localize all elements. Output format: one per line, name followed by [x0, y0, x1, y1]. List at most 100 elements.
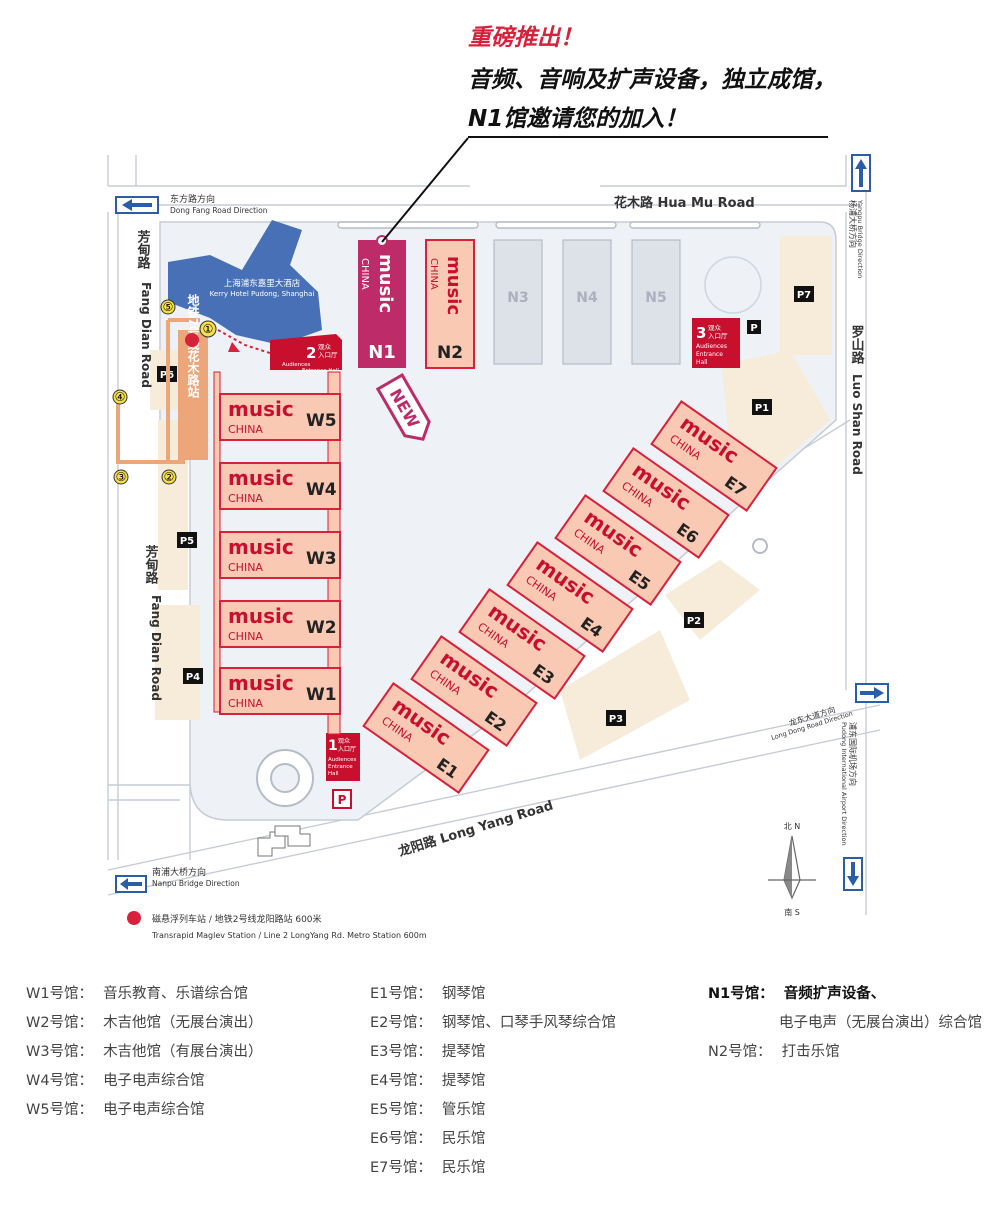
parking-p4: P4 — [186, 672, 200, 683]
new-badge: NEW — [375, 372, 431, 441]
road-nanpu-en: Nanpu Bridge Direction — [152, 879, 240, 888]
headline-line-3: N1馆邀请您的加入！ — [468, 106, 688, 132]
parking-p1: P1 — [755, 403, 769, 414]
compass: 北 N 南 S — [768, 822, 816, 917]
legend-e4: E4号馆：提琴馆 — [370, 1073, 486, 1089]
hall-w2-label: W2 — [306, 618, 337, 638]
road-airport-en: Pudong International Airport Direction — [840, 722, 848, 846]
west-halls: W5 W4 W3 W2 W1 — [219, 393, 341, 715]
hall-w1-label: W1 — [306, 685, 337, 705]
road-yangpu-en: Yangpu Bridge Direction — [856, 199, 864, 278]
headline-title: 重磅推出！ — [468, 25, 583, 51]
hall-n2-brand: music — [443, 256, 464, 315]
hall-n2[interactable] — [425, 239, 475, 369]
exit-2: ② — [164, 470, 175, 484]
hall-n3-label: N3 — [507, 290, 528, 306]
maglev-note-cn: 磁悬浮列车站 / 地铁2号线龙阳路站 600米 — [152, 913, 322, 925]
entrance-2-en2: Entrance Hall — [302, 368, 339, 374]
road-dongfang-en: Dong Fang Road Direction — [170, 206, 268, 215]
hotel-label-cn: 上海浦东嘉里大酒店 — [224, 278, 301, 289]
road-luoshan-en: Luo Shan Road — [850, 374, 864, 475]
hall-n4-label: N4 — [576, 290, 598, 306]
east-halls: E1 E2 E3 E4 E5 E6 E7 — [362, 400, 778, 794]
hall-w3-label: W3 — [306, 549, 337, 569]
hall-n3[interactable] — [493, 239, 543, 365]
entrance-2-num: 2 — [306, 344, 316, 362]
road-luoshan-cn: 罗山路 — [849, 325, 865, 364]
hall-n1-brand-sub: CHINA — [359, 258, 370, 290]
road-fangdian-en-bottom: Fang Dian Road — [149, 595, 163, 701]
entrance-2-cn1: 观众 — [318, 343, 332, 351]
legend-n2: N2号馆：打击乐馆 — [708, 1044, 840, 1060]
road-fangdian-en-top: Fang Dian Road — [139, 282, 153, 388]
exit-5: ⑤ — [163, 300, 174, 314]
entrance-3-num: 3 — [696, 324, 706, 342]
legend-e3: E3号馆：提琴馆 — [370, 1044, 486, 1060]
hall-n2-label: N2 — [437, 343, 463, 363]
legend-n1-cont: 电子电声（无展台演出）综合馆 — [779, 1015, 982, 1031]
parking-p-e1: P — [338, 793, 347, 807]
legend-e6: E6号馆：民乐馆 — [370, 1131, 486, 1147]
road-yangpu-cn: 杨浦大桥方向 — [848, 200, 858, 248]
entrance-1-en3: Hall — [328, 771, 339, 777]
entrance-2-cn2: 入口厅 — [318, 351, 338, 359]
legend-e7: E7号馆：民乐馆 — [370, 1160, 486, 1176]
legend-e5: E5号馆：管乐馆 — [370, 1102, 486, 1118]
entrance-3-cn2: 入口厅 — [708, 332, 728, 340]
legend-e2: E2号馆：钢琴馆、口琴手风琴综合馆 — [370, 1015, 616, 1031]
compass-north: 北 N — [784, 822, 801, 831]
exit-3: ③ — [116, 470, 127, 484]
hall-n1-brand: music — [375, 254, 396, 313]
maglev-note-en: Transrapid Maglev Station / Line 2 LongY… — [151, 931, 427, 940]
entrance-hall-2 — [270, 334, 342, 370]
road-fangdian-cn-top: 芳甸路 — [135, 229, 152, 269]
entrance-hall-3 — [692, 318, 740, 368]
entrance-1-en2: Entrance — [328, 764, 353, 770]
entrance-3-cn1: 观众 — [708, 324, 722, 332]
parking-p2: P2 — [687, 616, 701, 627]
parking-p-e3: P — [750, 323, 757, 334]
exit-4: ④ — [115, 390, 126, 404]
entrance-3-en2: Entrance — [696, 351, 723, 358]
entrance-1-cn1: 观众 — [338, 738, 350, 745]
entrance-3-en1: Audiences — [696, 343, 727, 350]
entrance-hall-1 — [326, 733, 360, 781]
exit-1: ① — [203, 322, 214, 336]
north-halls: music CHINA N1 music CHINA N2 N3 N4 N5 — [358, 235, 762, 369]
metro-icon — [185, 333, 199, 347]
hall-n1[interactable] — [358, 240, 406, 368]
hotel-label-en: Kerry Hotel Pudong, Shanghai — [210, 290, 315, 298]
metro-line7-station — [178, 330, 208, 460]
hall-n5[interactable] — [631, 239, 681, 365]
hall-n5-label: N5 — [645, 290, 666, 306]
road-nanpu-cn: 南浦大桥方向 — [152, 866, 206, 878]
hall-n1-label: N1 — [368, 342, 396, 363]
callout-rule — [468, 136, 828, 138]
metro-logo-icon — [127, 911, 141, 925]
legend-w4: W4号馆：电子电声综合馆 — [26, 1073, 205, 1089]
legend-w2: W2号馆：木吉他馆（无展台演出） — [26, 1015, 263, 1031]
hall-w4-label: W4 — [306, 480, 337, 500]
parking-p7: P7 — [797, 290, 811, 301]
kerry-hotel-building — [168, 220, 322, 345]
hall-n4[interactable] — [562, 239, 612, 365]
parking-p3: P3 — [609, 714, 623, 725]
entrance-1-en1: Audiences — [328, 757, 357, 763]
hall-n2-brand-sub: CHINA — [428, 258, 439, 290]
road-huamu: 花木路 Hua Mu Road — [614, 195, 755, 211]
compass-south: 南 S — [784, 907, 800, 917]
headline-line-2: 音频、音响及扩声设备，独立成馆， — [468, 67, 836, 93]
road-dongfang-cn: 东方路方向 — [170, 193, 215, 205]
parking-p5: P5 — [180, 536, 194, 547]
legend-w1: W1号馆：音乐教育、乐谱综合馆 — [26, 986, 249, 1002]
entrance-2-en1: Audiences — [282, 362, 311, 368]
road-airport-cn: 浦东国际机场方向 — [848, 722, 858, 786]
entrance-1-cn2: 入口厅 — [338, 746, 356, 753]
legend-n1: N1号馆：音频扩声设备、 — [708, 986, 886, 1002]
legend-w5: W5号馆：电子电声综合馆 — [26, 1102, 205, 1118]
venue-map: music CHINA P7 P1 P2 — [107, 137, 889, 940]
hall-w5-label: W5 — [306, 411, 337, 431]
entrance-3-en3: Hall — [696, 359, 708, 366]
entrance-1-num: 1 — [328, 738, 338, 754]
legend-w3: W3号馆：木吉他馆（有展台演出） — [26, 1044, 263, 1060]
